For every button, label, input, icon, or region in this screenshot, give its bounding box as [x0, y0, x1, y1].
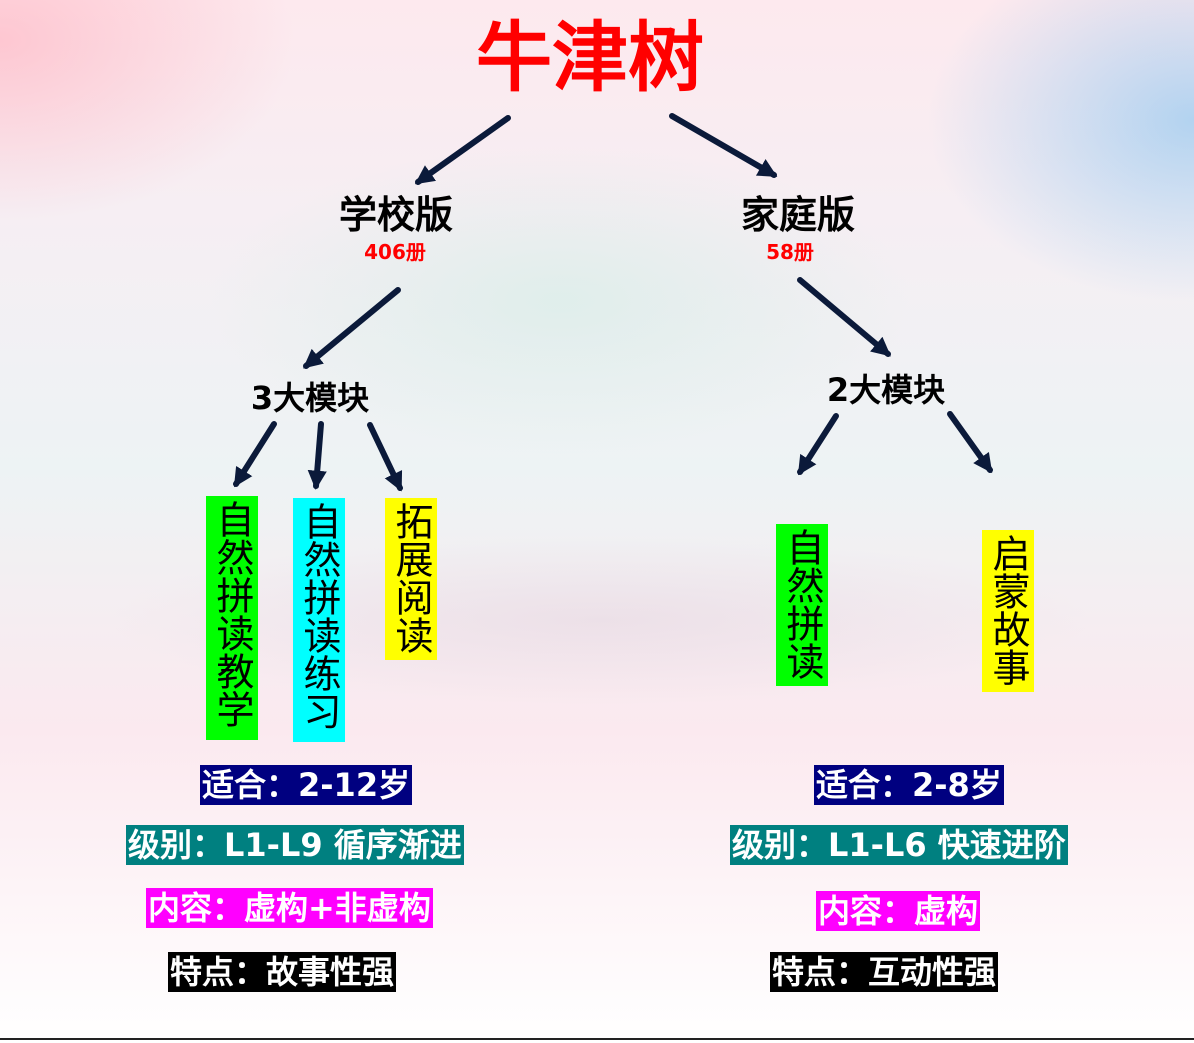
- arrow-home-module-2: [947, 411, 993, 474]
- school-edition-label: 学校版: [338, 193, 453, 237]
- arrow-title-to-school: [414, 115, 511, 185]
- school-content-tag: 内容：虚构+非虚构: [146, 888, 433, 928]
- school-module-phonics-teaching: 自然拼读教学: [206, 496, 258, 740]
- school-level-tag: 级别：L1-L9 循序渐进: [126, 825, 464, 865]
- school-modules-title: 3大模块: [250, 379, 370, 417]
- home-age-tag: 适合：2-8岁: [814, 765, 1004, 805]
- arrow-school-to-modules: [303, 287, 401, 369]
- school-age-tag: 适合：2-12岁: [200, 765, 413, 805]
- home-feature-tag: 特点：互动性强: [770, 952, 999, 992]
- arrow-title-to-home: [669, 113, 778, 178]
- school-edition-count: 406册: [364, 240, 426, 264]
- arrow-school-module-2: [307, 421, 327, 490]
- arrow-home-module-1: [797, 413, 839, 476]
- arrow-school-module-3: [367, 422, 403, 492]
- home-content-tag: 内容：虚构: [816, 891, 981, 931]
- home-edition-count: 58册: [766, 240, 814, 264]
- arrow-home-to-modules: [797, 277, 891, 357]
- home-module-phonics: 自然拼读: [776, 524, 828, 686]
- home-modules-title: 2大模块: [826, 371, 946, 409]
- home-module-stories: 启蒙故事: [982, 530, 1034, 692]
- school-module-extended-reading: 拓展阅读: [385, 498, 437, 660]
- home-edition-label: 家庭版: [740, 193, 855, 237]
- bottom-divider: [0, 1038, 1194, 1040]
- school-module-phonics-practice: 自然拼读练习: [293, 498, 345, 742]
- school-feature-tag: 特点：故事性强: [168, 952, 397, 992]
- home-level-tag: 级别：L1-L6 快速进阶: [730, 825, 1068, 865]
- diagram-title: 牛津树: [476, 13, 704, 102]
- arrow-school-module-1: [233, 421, 277, 488]
